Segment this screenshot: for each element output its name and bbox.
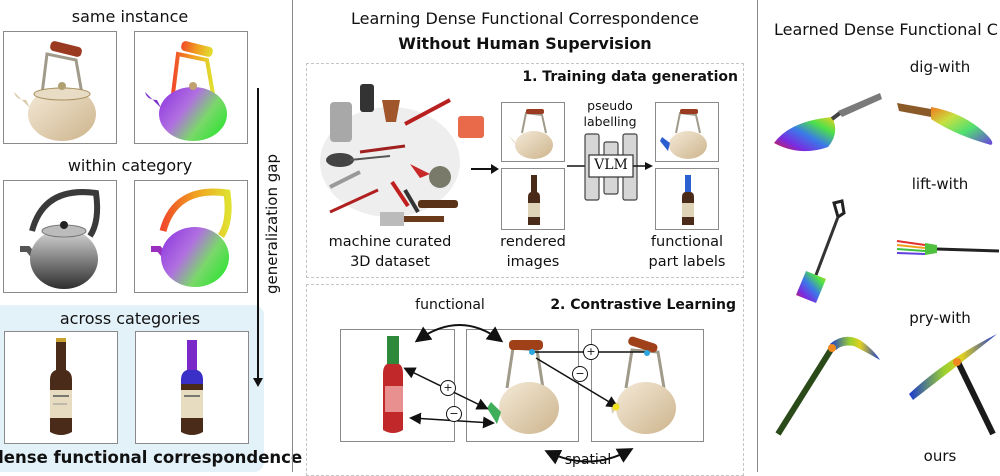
middle-title-line2: Without Human Supervision (398, 34, 652, 53)
divider-right (757, 0, 758, 472)
spatula-icon (380, 212, 404, 226)
old-kettle-photo (3, 180, 117, 293)
vlm-label: VLM (594, 157, 628, 173)
beer-bottle-icon (50, 338, 72, 435)
contrastive-kettle-image-1 (466, 329, 579, 442)
ladle-icon (326, 153, 354, 167)
cezve-icon (382, 100, 400, 122)
bolt-cutter-icon (404, 98, 451, 126)
dataset-label-line1: machine curated (328, 234, 452, 250)
sickle-tool-icon (775, 336, 880, 436)
stage2-title: 2. Contrastive Learning (550, 297, 736, 313)
kettle-icon (508, 109, 553, 159)
group-label-dig-with: dig-with (909, 58, 971, 76)
output-label-line1: functional (650, 234, 724, 250)
old-kettle-icon (20, 189, 101, 289)
arrow-head-down (253, 378, 263, 387)
rendered-label-line1: rendered (500, 234, 566, 250)
coffee-pot-icon (360, 84, 374, 112)
negative-symbol-1: − (446, 406, 462, 422)
pickaxe-icon (909, 334, 997, 436)
rendered-bottle-image (501, 168, 565, 230)
fork-icon (896, 240, 1000, 255)
rendered-label-line2: images (506, 254, 560, 270)
right-panel-title: Learned Dense Functional C (774, 20, 998, 39)
old-kettle-correspondence-map (134, 180, 248, 293)
output-label-line2: part labels (648, 254, 726, 270)
beer-bottle-correspondence-map (135, 331, 249, 444)
kettle-icon (14, 41, 96, 141)
vlm-block (567, 133, 653, 201)
kettle-photo (3, 31, 117, 144)
dataset-label-line2: 3D dataset (350, 254, 430, 270)
group-label-pry-with: pry-with (909, 309, 971, 327)
stage1-title: 1. Training data generation (522, 69, 738, 85)
labeled-bottle-image (655, 168, 719, 230)
spatial-arrow (544, 448, 634, 465)
arrow-head-right (491, 164, 499, 174)
divider-left (292, 0, 293, 472)
cup-icon (429, 166, 451, 188)
contrastive-arrows (403, 324, 650, 465)
tongs-icon (329, 170, 361, 189)
bottle-icon (528, 175, 540, 225)
query-point-blue (529, 349, 535, 355)
contrastive-kettle-image-2 (591, 329, 704, 442)
middle-title-line1: Learning Dense Functional Correspondence (350, 9, 700, 28)
beer-bottle-map-icon (181, 340, 203, 435)
trowel-icon (774, 93, 882, 152)
pseudo-label-line2: labelling (583, 114, 637, 129)
stage1-box (306, 63, 744, 278)
positive-symbol-2: + (583, 344, 599, 360)
kukri-knife-icon (897, 103, 993, 145)
arrow-to-rendered (471, 168, 493, 170)
functional-arrow (414, 324, 504, 343)
hot-sauce-bottle-icon (383, 336, 403, 433)
match-point-blue (644, 350, 650, 356)
tankard-icon (330, 102, 352, 142)
rendered-kettle-image (501, 102, 565, 162)
pseudo-label-line1: pseudo (587, 98, 633, 113)
wrench-icon (418, 200, 458, 208)
beer-bottle-photo (4, 331, 118, 444)
pliers-icon (359, 144, 406, 154)
negative-symbol-2: − (572, 366, 588, 382)
crowbar-icon (329, 188, 379, 214)
kettle-map-icon (145, 41, 227, 141)
generalization-gap-arrow (257, 88, 259, 380)
row-label-within-category: within category (67, 156, 193, 175)
kettle-spout-labeled-icon (660, 109, 707, 159)
row-label-same-instance: same instance (71, 7, 189, 26)
labeled-kettle-image (655, 102, 719, 162)
right-panel-footer: ours (923, 447, 957, 465)
positive-symbol-1: + (440, 380, 456, 396)
functional-label: functional (415, 297, 485, 313)
kettle-correspondence-map (134, 31, 248, 144)
row-label-across-categories: across categories (59, 309, 201, 328)
scissors-icon (410, 164, 430, 178)
negative-pair-arrow-2 (535, 357, 619, 408)
generalization-gap-label: generalization gap (263, 154, 281, 294)
negative-point-yellow (612, 403, 620, 411)
left-panel-footer: dense functional correspondence (0, 448, 303, 467)
old-kettle-map-icon (151, 188, 232, 287)
mug-icon (458, 116, 484, 138)
3d-dataset-collage (320, 84, 484, 226)
group-label-lift-with: lift-with (911, 175, 969, 193)
shovel-icon (796, 199, 846, 303)
bottle-neck-labeled-icon (682, 175, 694, 225)
